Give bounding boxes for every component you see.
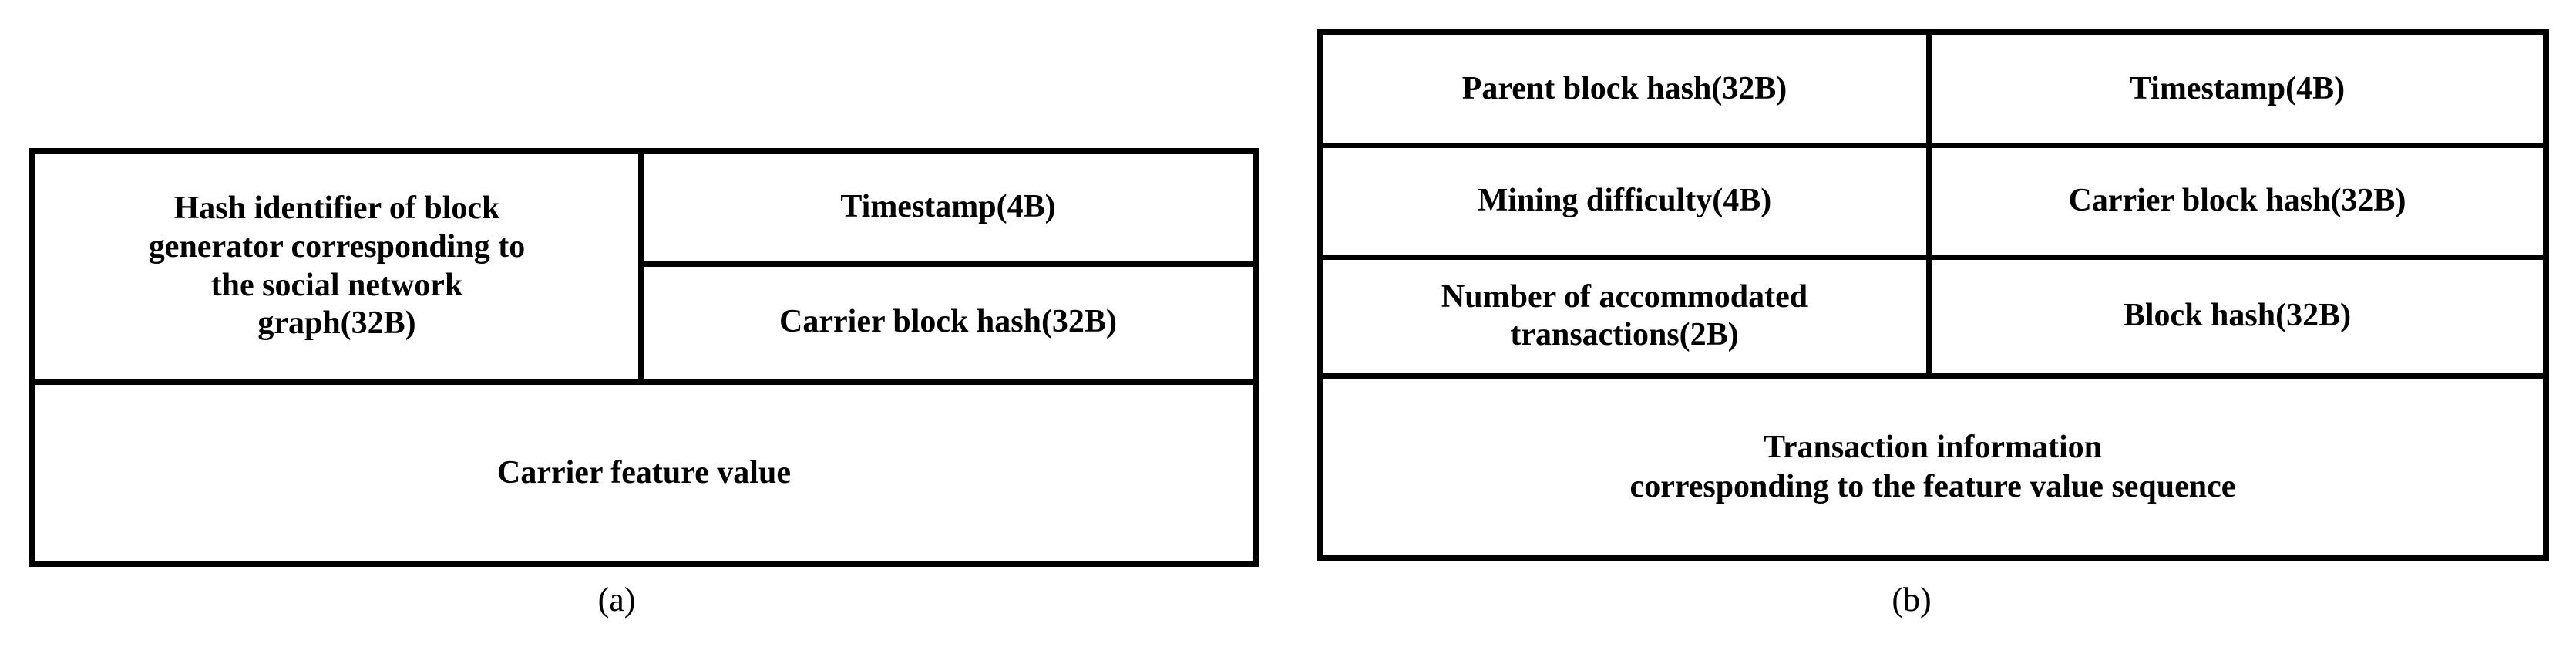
table-b-cell-timestamp: Timestamp(4B) — [1932, 35, 2543, 148]
table-a-cell-timestamp: Timestamp(4B) — [644, 154, 1253, 267]
table-b-cell-carrier-block-hash: Carrier block hash(32B) — [1932, 148, 2543, 261]
table-b-cell-mining-difficulty: Mining difficulty(4B) — [1323, 148, 1926, 261]
caption-a: (a) — [597, 581, 636, 619]
table-a-cell-hash-identifier: Hash identifier of block generator corre… — [148, 190, 526, 342]
table-b-cell-block-hash: Block hash(32B) — [2123, 298, 2352, 334]
block-structure-table-a: Hash identifier of block generator corre… — [29, 148, 1259, 567]
table-a-left-column: Hash identifier of block generator corre… — [35, 154, 644, 379]
table-b-header-region: Parent block hash(32B) Mining difficulty… — [1323, 35, 2543, 373]
table-b-cell-transaction-information: Transaction information corresponding to… — [1323, 373, 2543, 555]
table-a-cell-carrier-feature-value: Carrier feature value — [35, 379, 1253, 561]
table-a-right-column: Timestamp(4B) Carrier block hash(32B) — [644, 154, 1253, 379]
table-b-cell-number-of-transactions: Number of accommodated transactions(2B) — [1441, 278, 1808, 353]
table-b-right-column: Timestamp(4B) Carrier block hash(32B) Bl… — [1932, 35, 2543, 373]
table-a-header-region: Hash identifier of block generator corre… — [35, 154, 1253, 379]
table-b-left-column: Parent block hash(32B) Mining difficulty… — [1323, 35, 1932, 373]
caption-b: (b) — [1892, 581, 1932, 619]
table-b-cell-parent-block-hash: Parent block hash(32B) — [1323, 35, 1926, 148]
block-structure-table-b: Parent block hash(32B) Mining difficulty… — [1317, 29, 2549, 561]
table-a-cell-carrier-block-hash: Carrier block hash(32B) — [779, 304, 1117, 340]
